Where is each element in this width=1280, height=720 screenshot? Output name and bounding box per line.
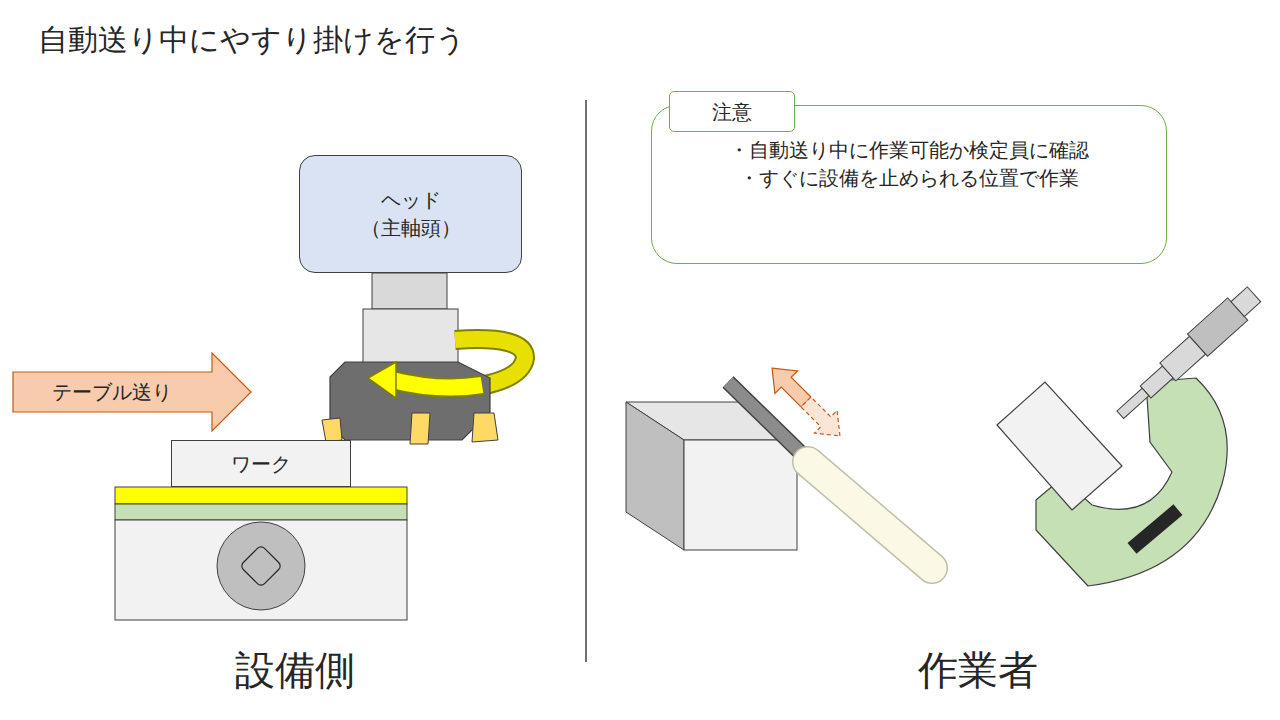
stroke-arrow-dashed bbox=[795, 391, 852, 448]
workpiece-box: ワーク bbox=[171, 440, 351, 487]
measured-part bbox=[997, 382, 1122, 510]
divider-line bbox=[585, 100, 587, 662]
micrometer-barrel bbox=[1110, 283, 1264, 426]
cutter-insert bbox=[410, 413, 430, 444]
micrometer-ratchet bbox=[1231, 287, 1261, 317]
note-item: ・自動送り中に作業可能か検定員に確認 bbox=[729, 136, 1089, 164]
rotation-arrowhead bbox=[368, 362, 396, 398]
stroke-arrow bbox=[761, 357, 852, 448]
handle-square bbox=[240, 545, 282, 587]
side-label: 設備側 bbox=[235, 643, 355, 698]
node-label: テーブル送り bbox=[52, 378, 172, 406]
micrometer-plate bbox=[1128, 504, 1183, 553]
feed-arrow: テーブル送り bbox=[12, 352, 252, 432]
feed-handle bbox=[217, 522, 305, 610]
node-label: ワーク bbox=[231, 450, 291, 478]
caution-note: 注意・自動送り中に作業可能か検定員に確認・すぐに設備を止められる位置で作業 bbox=[651, 105, 1167, 264]
cube-front bbox=[684, 440, 797, 550]
table-band bbox=[115, 487, 407, 504]
file-handle bbox=[808, 462, 932, 568]
rotation-arrow bbox=[392, 380, 482, 388]
side-label: 作業者 bbox=[918, 643, 1038, 698]
micrometer-spindle bbox=[1117, 388, 1149, 418]
milling-cutter bbox=[330, 362, 490, 440]
spindle-body bbox=[363, 309, 458, 363]
cube-side bbox=[626, 402, 684, 550]
node-label: ヘッド （主軸頭） bbox=[341, 186, 481, 242]
table-base bbox=[115, 520, 407, 620]
note-heading: 注意 bbox=[669, 91, 795, 132]
note-item: ・すぐに設備を止められる位置で作業 bbox=[739, 164, 1079, 192]
spindle-neck bbox=[372, 273, 447, 309]
cutter-insert bbox=[472, 413, 498, 442]
table-band bbox=[115, 504, 407, 520]
diagram-title: 自動送り中にやすり掛けを行う bbox=[38, 20, 466, 61]
rotation-arrow-outline bbox=[392, 380, 482, 388]
file-handle-outline bbox=[808, 462, 932, 568]
arrow-outline bbox=[13, 353, 251, 431]
head-box: ヘッド （主軸頭） bbox=[299, 155, 522, 273]
cutter-insert bbox=[322, 418, 342, 442]
